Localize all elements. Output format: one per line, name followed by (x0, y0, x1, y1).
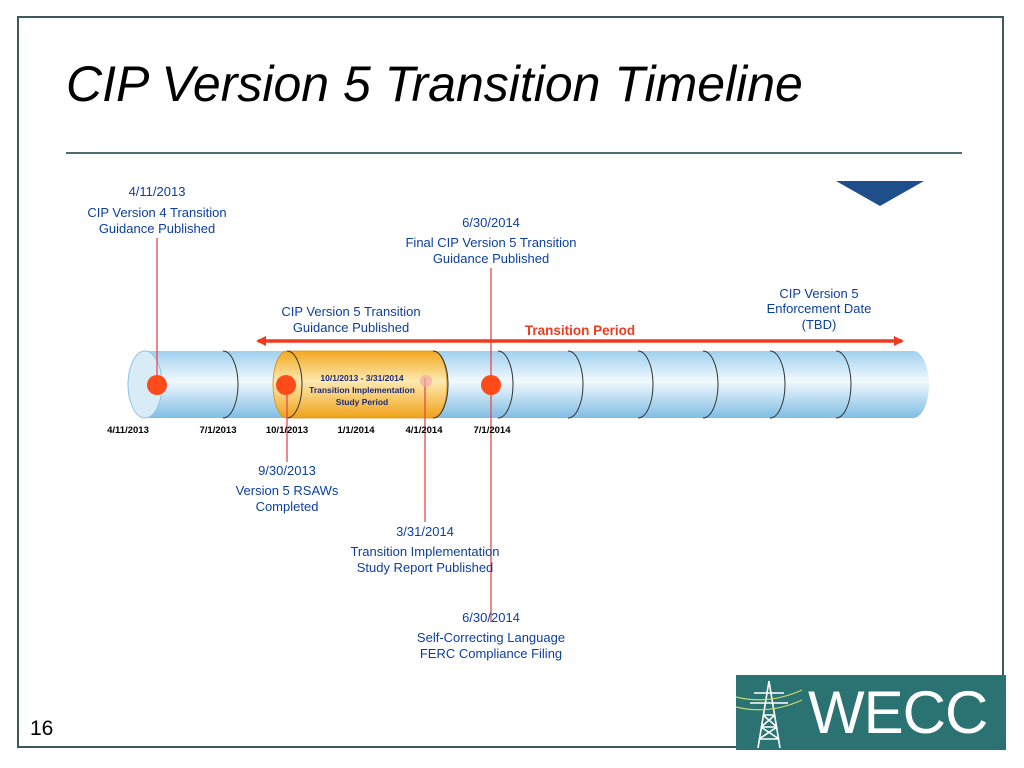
annotation-line: Transition Implementation (350, 544, 499, 559)
annotation-line: Self-Correcting Language (417, 630, 565, 645)
title-divider (66, 152, 962, 154)
navy-triangle-icon (836, 181, 924, 206)
annotation-line: Study Report Published (357, 560, 494, 575)
marker-3-31-2014 (420, 375, 432, 387)
annotation-v4-guidance: 4/11/2013 CIP Version 4 Transition Guida… (87, 184, 226, 236)
annotation-rsaws: 9/30/2013 Version 5 RSAWs Completed (236, 463, 339, 514)
wecc-logo-text: WECC (808, 679, 988, 746)
segment-arcs (222, 350, 852, 419)
study-period-dates: 10/1/2013 - 3/31/2014 (320, 373, 403, 383)
wecc-logo (736, 675, 1006, 750)
annotation-v5-final-guidance: 6/30/2014 Final CIP Version 5 Transition… (405, 215, 576, 266)
marker-4-11-2013 (147, 375, 167, 395)
annotation-line: Enforcement Date (767, 301, 872, 316)
tick-label: 7/1/2014 (474, 425, 512, 436)
tick-label: 7/1/2013 (200, 425, 237, 436)
annotation-line: CIP Version 5 Transition (281, 304, 420, 319)
annotation-line: CIP Version 4 Transition (87, 205, 226, 220)
marker-6-30-2014 (481, 375, 501, 395)
slide-title: CIP Version 5 Transition Timeline (66, 56, 803, 112)
annotation-v5-guidance: CIP Version 5 Transition Guidance Publis… (281, 304, 420, 335)
tick-label: 4/11/2013 (107, 425, 149, 436)
annotation-line: Guidance Published (293, 320, 409, 335)
annotation-study-report: 3/31/2014 Transition Implementation Stud… (350, 524, 499, 575)
transmission-tower-icon (736, 680, 802, 749)
tick-label: 1/1/2014 (338, 425, 376, 436)
annotation-line: Guidance Published (99, 221, 215, 236)
annotation-line: Version 5 RSAWs (236, 483, 339, 498)
slide-frame (17, 16, 1004, 748)
annotation-line: Guidance Published (433, 251, 549, 266)
study-period-subtitle: Study Period (336, 397, 388, 407)
page-number: 16 (30, 717, 54, 740)
tick-label: 10/1/2013 (266, 425, 308, 436)
annotation-ferc-filing: 6/30/2014 Self-Correcting Language FERC … (417, 610, 565, 661)
annotation-line: FERC Compliance Filing (420, 646, 562, 661)
annotation-date: 4/11/2013 (129, 184, 186, 199)
annotation-line: CIP Version 5 (779, 286, 858, 301)
annotation-date: 6/30/2014 (462, 215, 520, 230)
transition-period-label: Transition Period (525, 323, 635, 338)
study-period-title: Transition Implementation (309, 385, 415, 395)
tick-label: 4/1/2014 (406, 425, 444, 436)
annotation-line: (TBD) (802, 317, 837, 332)
annotation-date: 9/30/2013 (258, 463, 316, 478)
annotation-date: 6/30/2014 (462, 610, 520, 625)
marker-9-30-2013 (276, 375, 296, 395)
annotation-line: Completed (256, 499, 319, 514)
leader-lines (156, 238, 492, 622)
annotation-line: Final CIP Version 5 Transition (405, 235, 576, 250)
annotation-enforcement: CIP Version 5 Enforcement Date (TBD) (767, 286, 872, 332)
annotation-date: 3/31/2014 (396, 524, 454, 539)
timeline-pipe (127, 350, 929, 419)
